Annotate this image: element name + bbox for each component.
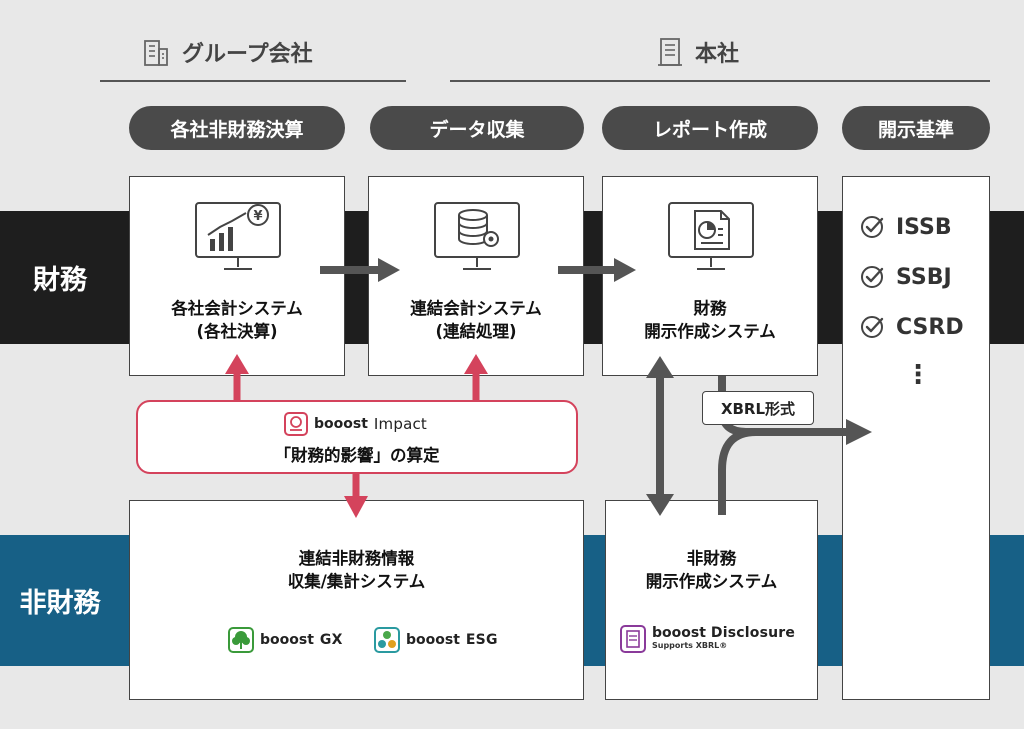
nonfinancial-collection-system-box: 連結非財務情報 収集/集計システム booost GX booost ESG (129, 500, 584, 700)
company-accounting-system-box: ¥ 各社会計システム (各社決算) (129, 176, 345, 376)
headquarters-title: 本社 (695, 42, 740, 67)
check-circle-icon (861, 316, 884, 338)
financial-band-label: 財務 (33, 265, 87, 296)
monitor-pie-report-icon (668, 202, 754, 270)
tree-icon (228, 627, 254, 653)
group-company-header: グループ会社 (140, 36, 313, 68)
xbrl-format-label: XBRL形式 (702, 391, 814, 425)
check-circle-icon (861, 216, 884, 238)
financial-disclosure-title: 財務 開示作成システム (644, 299, 776, 341)
supports-xbrl-note: Supports XBRL® (652, 641, 728, 650)
arrow-head (614, 258, 636, 282)
nonfinancial-disclosure-system-box: 非財務 開示作成システム booost Disclosure Supports … (605, 500, 818, 700)
impact-caption: 「財務的影響」の算定 (274, 446, 440, 465)
arrow-head (464, 354, 488, 374)
financial-disclosure-system-box: 財務 開示作成システム (602, 176, 818, 376)
arrow-head (646, 356, 674, 378)
standard-label: ISSB (896, 214, 952, 240)
arrow-nonfinancial-to-standards (718, 428, 757, 515)
booost-impact-box: booost Impact 「財務的影響」の算定 (136, 400, 578, 474)
arrow-head (378, 258, 400, 282)
disclosure-standards-box (842, 176, 990, 700)
monitor-chart-yen-icon: ¥ (195, 202, 281, 270)
stage-pill-1: 各社非財務決算 (129, 106, 345, 150)
standard-item-ssbj: SSBJ (860, 264, 952, 290)
svg-text:¥: ¥ (253, 209, 262, 224)
group-company-title: グループ会社 (182, 42, 313, 67)
esg-cycle-icon (374, 627, 400, 653)
coin-icon (284, 412, 308, 436)
monitor-database-icon (434, 202, 520, 270)
stage-pill-3: レポート作成 (602, 106, 818, 150)
consolidated-accounting-title: 連結会計システム (連結処理) (410, 299, 542, 341)
standard-item-issb: ISSB (860, 214, 952, 240)
arrow-head (344, 496, 368, 518)
group-company-divider (100, 80, 406, 82)
nonfinancial-collection-title: 連結非財務情報 収集/集計システム (287, 549, 426, 591)
document-icon (620, 625, 646, 653)
office-building-icon (658, 38, 682, 66)
booost-disclosure-logo: booost Disclosure Supports XBRL® (620, 625, 795, 653)
consolidated-accounting-system-box: 連結会計システム (連結処理) (368, 176, 584, 376)
headquarters-divider (450, 80, 990, 82)
building-icon (144, 40, 168, 66)
booost-gx-logo: booost GX (228, 627, 343, 653)
check-circle-icon (861, 266, 884, 288)
company-accounting-title: 各社会計システム (各社決算) (171, 299, 303, 341)
standard-label: SSBJ (896, 264, 952, 290)
arrow-head (846, 419, 872, 445)
standards-more-indicator: ⋮ (905, 360, 931, 390)
arrow-head (646, 494, 674, 516)
non-financial-band-label: 非財務 (19, 588, 101, 619)
headquarters-header: 本社 (655, 36, 739, 68)
stage-pill-2: データ収集 (370, 106, 584, 150)
arrow-head (225, 354, 249, 374)
stage-pill-4: 開示基準 (842, 106, 990, 150)
standard-label: CSRD (896, 314, 964, 340)
nonfinancial-disclosure-title: 非財務 開示作成システム (645, 549, 778, 591)
booost-esg-logo: booost ESG (374, 627, 498, 653)
standard-item-csrd: CSRD (860, 314, 964, 340)
booost-impact-logo: booost Impact (284, 412, 427, 436)
